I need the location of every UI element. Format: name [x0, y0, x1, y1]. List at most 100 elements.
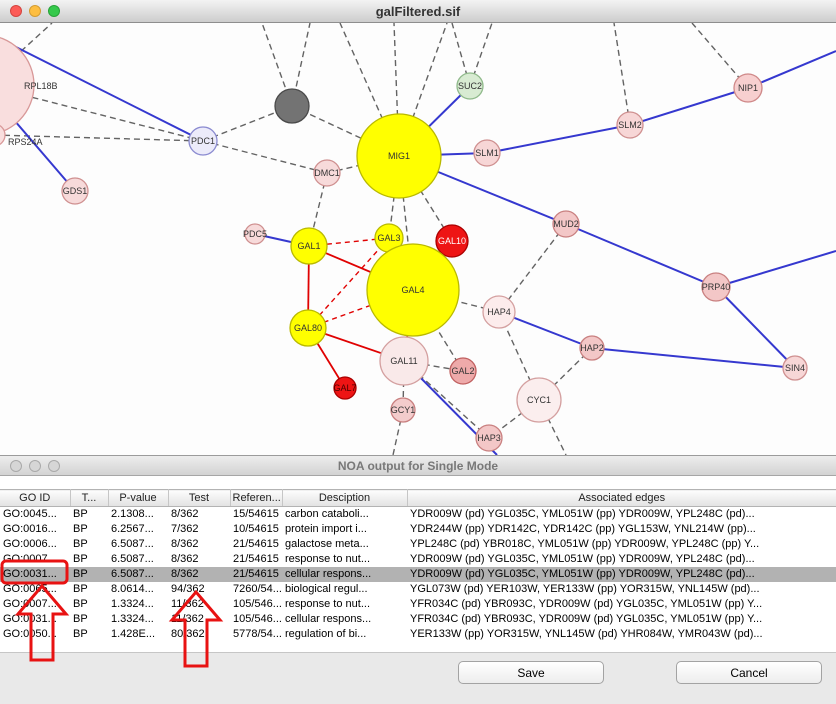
table-cell: BP: [73, 598, 88, 610]
column-header[interactable]: Associated edges: [407, 489, 836, 507]
graph-edge[interactable]: [629, 87, 749, 126]
table-cell: BP: [73, 523, 88, 535]
graph-node-rpl18b[interactable]: RPL18B: [0, 35, 58, 135]
graph-node-label: HAP2: [580, 343, 604, 353]
table-cell: GO:0007...: [3, 553, 57, 565]
table-cell: carbon cataboli...: [285, 508, 369, 520]
table-cell: response to nut...: [285, 553, 370, 565]
column-header[interactable]: P-value: [108, 489, 169, 507]
minimize-button[interactable]: [29, 5, 41, 17]
graph-node-gal7[interactable]: GAL7: [333, 376, 357, 400]
graph-edge[interactable]: [715, 250, 836, 288]
graph-edge[interactable]: [591, 347, 796, 369]
graph-node-label: RPS24A: [8, 137, 43, 147]
column-header[interactable]: T...: [70, 489, 109, 507]
graph-node-suc2[interactable]: SUC2: [456, 72, 484, 100]
graph-node-cyc1[interactable]: CYC1: [516, 377, 562, 423]
graph-edge[interactable]: [486, 124, 631, 154]
graph-edge[interactable]: [565, 223, 717, 288]
graph-node-gal80[interactable]: GAL80: [289, 309, 327, 347]
graph-edge[interactable]: [307, 237, 390, 329]
graph-node-hap2[interactable]: HAP2: [579, 335, 605, 361]
graph-edge[interactable]: [392, 409, 404, 455]
graph-edge[interactable]: [202, 105, 293, 142]
graph-node-gal11[interactable]: GAL11: [379, 336, 429, 386]
graph-node-gal1[interactable]: GAL1: [290, 227, 328, 265]
table-cell: 7/362: [171, 523, 199, 535]
graph-edge[interactable]: [0, 85, 76, 192]
table-cell: 11/362: [171, 613, 204, 625]
zoom-button[interactable]: [48, 5, 60, 17]
graph-node-mig1[interactable]: MIG1: [356, 113, 442, 199]
table-cell: YFR034C (pd) YBR093C, YDR009W (pd) YGL03…: [410, 613, 763, 625]
graph-node-label: RPL18B: [24, 81, 58, 91]
column-header[interactable]: Referen...: [230, 489, 283, 507]
table-cell: 11/362: [171, 598, 204, 610]
column-header[interactable]: Desciption: [282, 489, 408, 507]
graph-edge[interactable]: [0, 38, 204, 142]
save-button[interactable]: Save: [458, 661, 604, 684]
close-button[interactable]: [10, 460, 22, 472]
graph-node-mud2[interactable]: MUD2: [552, 210, 580, 238]
graph-node-nip1[interactable]: NIP1: [733, 73, 763, 103]
graph-node-gds1[interactable]: GDS1: [61, 177, 89, 205]
table-cell: GO:0007...: [3, 598, 57, 610]
graph-edge[interactable]: [747, 50, 836, 89]
graph-node-gal10[interactable]: GAL10: [435, 224, 469, 258]
graph-node-gcy1[interactable]: GCY1: [390, 397, 416, 423]
zoom-button[interactable]: [48, 460, 60, 472]
graph-edge[interactable]: [715, 286, 796, 369]
table-cell: BP: [73, 628, 88, 640]
graph-edge[interactable]: [0, 85, 204, 142]
table-cell: GO:0031...: [3, 568, 57, 580]
graph-node-gray1[interactable]: [274, 88, 310, 124]
table-cell: 8/362: [171, 538, 199, 550]
graph-node-rps24a[interactable]: RPS24A: [0, 124, 43, 147]
table-cell: 6.2567...: [111, 523, 154, 535]
graph-node-prp40[interactable]: PRP40: [701, 272, 731, 302]
minimize-button[interactable]: [29, 460, 41, 472]
network-window-titlebar[interactable]: galFiltered.sif: [0, 0, 836, 23]
table-cell: 6.5087...: [111, 538, 154, 550]
table-cell: GO:0016...: [3, 523, 57, 535]
graph-edge[interactable]: [398, 155, 453, 242]
column-header[interactable]: Test: [168, 489, 231, 507]
graph-edge[interactable]: [202, 140, 328, 174]
graph-node-gal4[interactable]: GAL4: [366, 243, 460, 337]
graph-edge[interactable]: [498, 223, 567, 313]
graph-node-slm2[interactable]: SLM2: [616, 111, 644, 139]
graph-node-hap4[interactable]: HAP4: [482, 295, 516, 329]
graph-node-label: GAL80: [294, 323, 322, 333]
table-cell: 21/54615: [233, 538, 279, 550]
graph-node-label: NIP1: [738, 83, 758, 93]
cancel-button[interactable]: Cancel: [676, 661, 822, 684]
table-cell: galactose meta...: [285, 538, 369, 550]
column-header[interactable]: GO ID: [0, 489, 71, 507]
graph-node-hap3[interactable]: HAP3: [475, 424, 503, 452]
graph-node-pdc1[interactable]: PDC1: [188, 126, 218, 156]
graph-node-pdc5[interactable]: PDC5: [243, 223, 267, 245]
close-button[interactable]: [10, 5, 22, 17]
graph-edge[interactable]: [613, 23, 631, 126]
graph-node-dmc1[interactable]: DMC1: [313, 159, 341, 187]
noa-window-titlebar[interactable]: NOA output for Single Mode: [0, 455, 836, 476]
table-cell: 8/362: [171, 568, 199, 580]
graph-node-sin4[interactable]: SIN4: [782, 355, 808, 381]
graph-edge[interactable]: [403, 360, 490, 439]
graph-node-slm1[interactable]: SLM1: [473, 139, 501, 167]
graph-node-gal2[interactable]: GAL2: [449, 357, 477, 385]
